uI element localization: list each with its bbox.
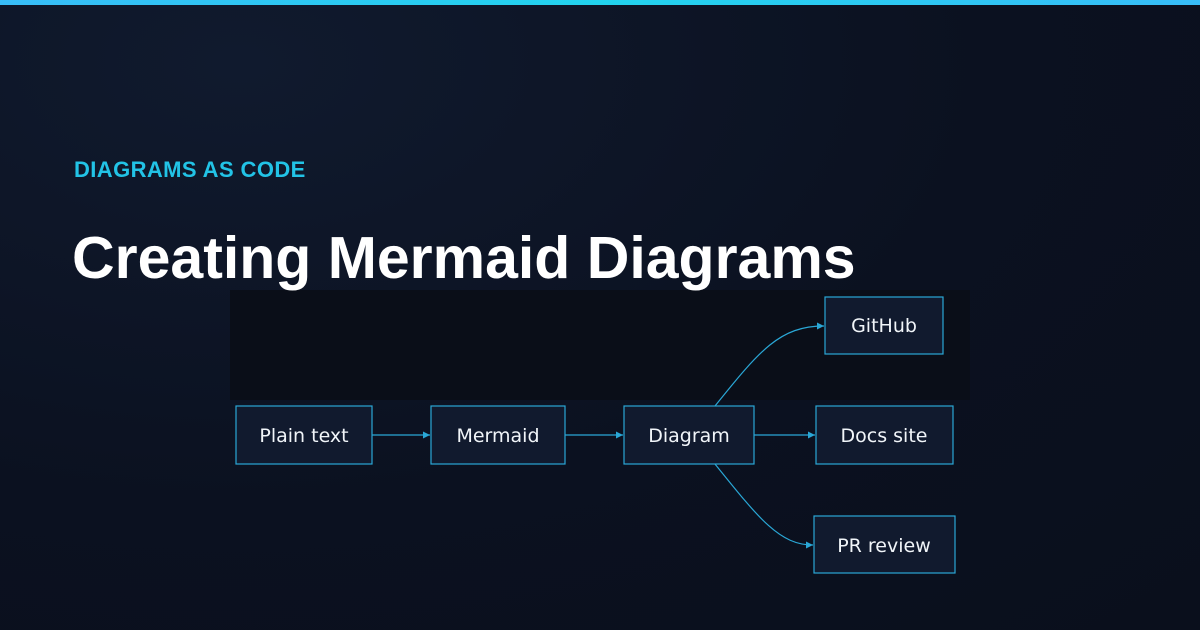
node-label-github: GitHub [851, 315, 917, 337]
node-github: GitHub [824, 296, 944, 355]
node-label-mermaid: Mermaid [456, 425, 539, 447]
node-mermaid: Mermaid [430, 405, 566, 465]
node-docs-site: Docs site [815, 405, 954, 465]
node-label-docs-site: Docs site [841, 425, 928, 447]
node-label-plain-text: Plain text [259, 425, 348, 447]
node-plain-text: Plain text [235, 405, 373, 465]
node-diagram: Diagram [623, 405, 755, 465]
page-title: Creating Mermaid Diagrams [72, 225, 856, 291]
edge-diagram-to-pr-review [714, 463, 814, 549]
eyebrow-label: DIAGRAMS AS CODE [74, 157, 306, 182]
node-label-pr-review: PR review [837, 535, 931, 557]
top-accent-bar [0, 0, 1200, 5]
node-pr-review: PR review [813, 515, 956, 574]
node-label-diagram: Diagram [648, 425, 730, 447]
edge-diagram-to-github [714, 322, 825, 407]
